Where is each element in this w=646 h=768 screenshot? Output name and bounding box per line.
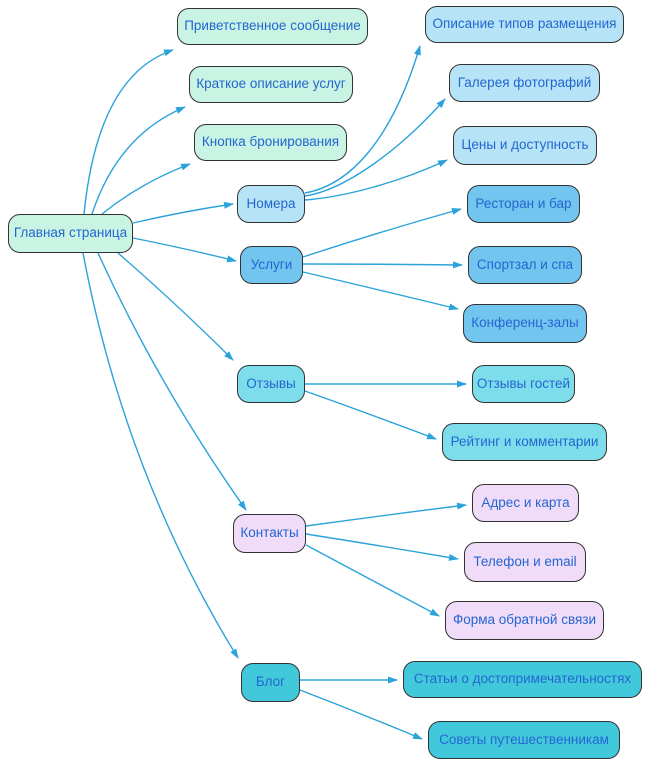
edge-blog-to-tips [299,689,423,740]
edge-contacts-to-phone [305,533,459,561]
node-label: Кнопка бронирования [201,134,340,150]
node-label: Адрес и карта [481,494,570,510]
node-label: Советы путешественникам [439,731,609,747]
edge-main-to-brief [91,106,186,215]
node-label: Статьи о достопримечательностях [413,671,632,687]
node-label: Контакты [240,525,299,541]
edge-main-to-rooms [132,201,234,224]
node-conference: Конференц-залы [463,304,587,343]
edge-main-to-booking [101,163,191,215]
edge-rooms-to-types [304,45,421,194]
node-blog: Блог [241,663,300,702]
node-label: Рейтинг и комментарии [450,433,599,449]
node-label: Цены и доступность [461,137,589,153]
node-form: Форма обратной связи [445,601,604,640]
edge-contacts-to-form [305,544,440,617]
node-gallery: Галерея фотографий [449,64,600,102]
node-label: Приветственное сообщение [184,18,361,34]
edge-rooms-to-gallery [304,98,446,197]
node-types: Описание типов размещения [425,6,624,43]
node-label: Телефон и email [473,553,577,569]
node-label: Отзывы гостей [476,375,571,391]
node-restaurant: Ресторан и бар [467,185,580,223]
node-contacts: Контакты [233,514,306,553]
node-prices: Цены и доступность [453,126,597,165]
edge-services-to-restaurant [302,208,462,258]
node-label: Конференц-залы [471,315,579,331]
edge-services-to-gym [302,261,463,269]
node-label: Отзывы [246,375,296,391]
node-label: Главная страница [13,225,128,241]
node-label: Блог [255,674,286,690]
edge-main-to-contacts [97,252,247,511]
edge-contacts-to-address [305,502,467,527]
node-guestreviews: Отзывы гостей [472,365,575,403]
node-label: Галерея фотографий [457,74,592,90]
node-services: Услуги [240,246,303,284]
node-label: Спортзал и спа [476,256,574,272]
edge-reviews-to-rating [304,390,437,440]
node-reviews: Отзывы [237,365,305,403]
node-main: Главная страница [8,214,133,253]
node-tips: Советы путешественникам [428,721,620,759]
node-welcome: Приветственное сообщение [177,8,368,45]
node-gym: Спортзал и спа [468,246,582,284]
edge-services-to-conference [302,271,459,311]
node-label: Форма обратной связи [452,612,597,628]
node-brief: Краткое описание услуг [189,66,353,103]
node-booking: Кнопка бронирования [194,124,347,161]
edge-main-to-blog [82,252,239,659]
node-label: Краткое описание услуг [196,76,346,92]
edge-main-to-reviews [117,252,234,361]
edge-group [82,45,467,740]
node-rating: Рейтинг и комментарии [442,423,607,461]
edge-rooms-to-prices [304,159,448,201]
node-articles: Статьи о достопримечательностях [403,661,642,698]
node-address: Адрес и карта [472,484,579,522]
node-label: Ресторан и бар [475,195,572,211]
node-rooms: Номера [237,185,305,223]
node-label: Услуги [250,256,293,272]
edge-main-to-services [132,237,237,263]
node-phone: Телефон и email [464,542,586,582]
edge-main-to-welcome [83,49,174,215]
node-label: Описание типов размещения [432,16,617,32]
node-label: Номера [246,195,296,211]
